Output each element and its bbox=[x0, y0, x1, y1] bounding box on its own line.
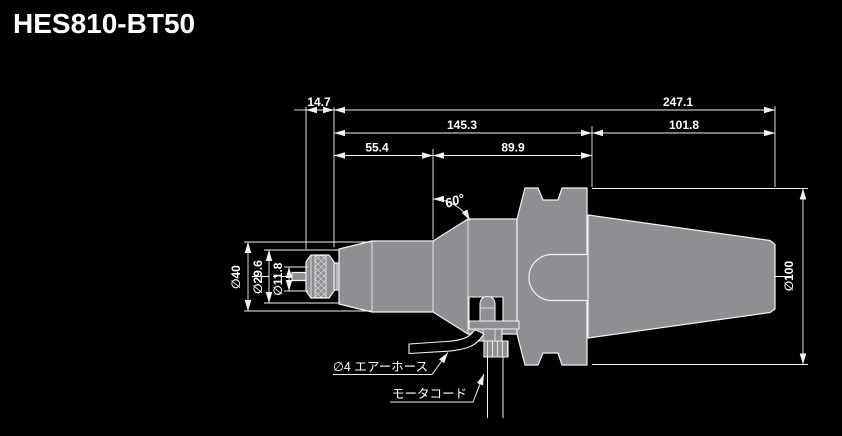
bt50-taper bbox=[587, 214, 776, 339]
angle-label-60: 60° bbox=[443, 190, 467, 211]
dia-label-11-8: ∅11.8 bbox=[271, 262, 285, 295]
angle-arc-60 bbox=[432, 195, 471, 221]
callout-leaders bbox=[333, 352, 485, 403]
dim-label-101-8: 101.8 bbox=[669, 118, 699, 132]
dia-label-40: ∅40 bbox=[229, 265, 243, 289]
air-inlet-cap bbox=[479, 295, 496, 322]
cord-connector bbox=[483, 340, 509, 358]
motor-cord-callout: モータコード bbox=[392, 387, 467, 401]
dim-label-247-1: 247.1 bbox=[663, 95, 693, 109]
drive-key-slot bbox=[528, 253, 589, 302]
drawing-title: HES810-BT50 bbox=[13, 8, 196, 39]
dimension-lines bbox=[244, 106, 807, 365]
air-hose bbox=[408, 328, 485, 355]
dim-label-145-3: 145.3 bbox=[447, 118, 477, 132]
collet-nut-knurling bbox=[314, 255, 327, 298]
dim-label-55-4: 55.4 bbox=[365, 141, 389, 155]
motor-cord-leader bbox=[390, 373, 485, 403]
dim-label-14-7: 14.7 bbox=[307, 95, 331, 109]
air-hose-leader bbox=[333, 352, 449, 375]
extension-lines bbox=[244, 106, 808, 365]
dia-label-29-6: ∅29.6 bbox=[251, 260, 265, 294]
dim-label-89-9: 89.9 bbox=[501, 141, 525, 155]
dia-label-100: ∅100 bbox=[782, 261, 796, 292]
mounting-plate bbox=[468, 320, 520, 330]
air-hose-callout: ∅4 エアーホース bbox=[333, 360, 428, 374]
